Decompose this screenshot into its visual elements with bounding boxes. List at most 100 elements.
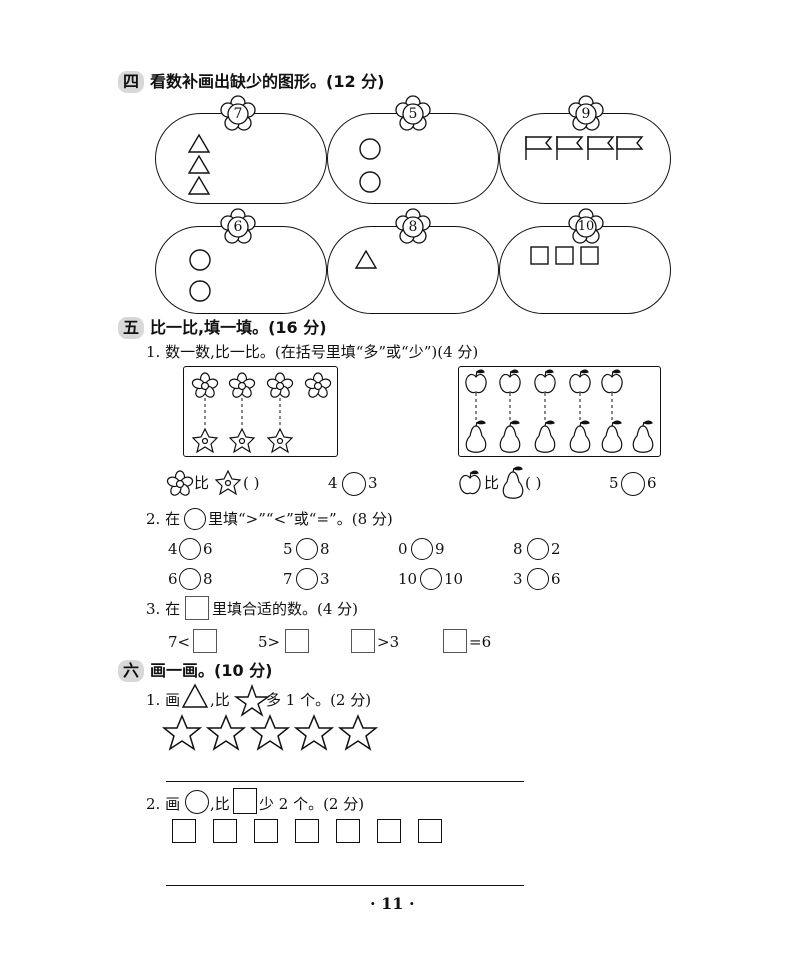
section-5-title: 比一比,填一填。(16 分) xyxy=(150,318,327,337)
target-number-6: 6 xyxy=(233,219,243,235)
circle-icon xyxy=(189,280,211,302)
answer-circle[interactable] xyxy=(179,568,201,590)
flower-badges xyxy=(220,95,604,244)
q6-2-mid: ,比 xyxy=(210,795,230,813)
flower-badge-9 xyxy=(568,95,604,131)
answer-circle[interactable] xyxy=(527,568,549,590)
compare-circle-blank[interactable] xyxy=(621,472,645,496)
q5-2-item-b: 2 xyxy=(551,540,561,558)
triangle-icon xyxy=(181,683,209,708)
square-icon xyxy=(555,246,574,265)
q5-2-item-b: 3 xyxy=(320,570,330,588)
square-icon xyxy=(530,246,549,265)
answer-square[interactable] xyxy=(193,629,217,653)
section-6-badge: 六 xyxy=(118,660,145,682)
target-number-7: 7 xyxy=(233,106,243,122)
q5-2-item-b: 9 xyxy=(435,540,445,558)
answer-circle[interactable] xyxy=(420,568,442,590)
sample-circle-icon xyxy=(184,508,206,530)
compare-left-a: 4 xyxy=(328,474,338,492)
square-icon xyxy=(254,819,278,843)
target-number-5: 5 xyxy=(408,106,418,122)
circle-icon xyxy=(359,171,381,193)
circle-icon xyxy=(185,790,209,814)
answer-circle[interactable] xyxy=(296,568,318,590)
answer-line[interactable] xyxy=(166,885,524,886)
q5-2-item-a: 6 xyxy=(168,570,178,588)
compare-circle-blank[interactable] xyxy=(342,472,366,496)
square-icon xyxy=(172,819,196,843)
square-icon xyxy=(418,819,442,843)
square-icon xyxy=(377,819,401,843)
q6-2-pre: 2. 画 xyxy=(146,795,181,813)
q5-3-label-pre: 3. 在 xyxy=(146,600,181,618)
square-icon xyxy=(580,246,599,265)
answer-square[interactable] xyxy=(443,629,467,653)
q5-3-item-left: 5> xyxy=(258,633,281,651)
circle-icon xyxy=(189,249,211,271)
q5-1-label: 1. 数一数,比一比。(在括号里填“多”或“少”)(4 分) xyxy=(146,343,479,361)
star-icon xyxy=(337,714,379,751)
q5-2-item-a: 10 xyxy=(398,570,418,588)
q5-3-item-right: =6 xyxy=(469,633,492,651)
flag-icon xyxy=(525,136,553,160)
flower-badge-8 xyxy=(395,208,431,244)
q5-2-item-a: 4 xyxy=(168,540,178,558)
q5-3-label-post: 里填合适的数。(4 分) xyxy=(212,600,359,618)
compare-paren-left[interactable]: ( ) xyxy=(243,474,260,492)
flag-icon xyxy=(556,136,584,160)
q6-1-post: 多 1 个。(2 分) xyxy=(266,691,372,709)
compare-paren-right[interactable]: ( ) xyxy=(525,474,542,492)
q5-2-item-a: 0 xyxy=(398,540,408,558)
q5-3-item-right: >3 xyxy=(377,633,400,651)
q6-1-mid: ,比 xyxy=(210,691,230,709)
target-number-8: 8 xyxy=(408,219,418,235)
answer-circle[interactable] xyxy=(296,538,318,560)
answer-line[interactable] xyxy=(166,781,524,782)
fruit-compare-box xyxy=(458,366,661,457)
q5-2-item-a: 5 xyxy=(283,540,293,558)
section-4-heading: 四看数补画出缺少的图形。(12 分) xyxy=(118,71,384,93)
section-4-title: 看数补画出缺少的图形。(12 分) xyxy=(150,72,385,91)
section-5-badge: 五 xyxy=(118,317,145,339)
q5-2-label-pre: 2. 在 xyxy=(146,510,181,528)
compare-pictures xyxy=(165,369,654,499)
sample-square-icon xyxy=(185,596,209,620)
answer-square[interactable] xyxy=(351,629,375,653)
square-icon xyxy=(213,819,237,843)
triangle-icon xyxy=(187,133,211,153)
target-number-9: 9 xyxy=(581,106,591,122)
section-6-title: 画一画。(10 分) xyxy=(150,661,273,680)
compare-bi-left: 比 xyxy=(194,474,210,492)
q5-2-item-b: 6 xyxy=(203,540,213,558)
answer-square[interactable] xyxy=(285,629,309,653)
flower-compare-box xyxy=(183,366,338,457)
q5-2-item-b: 10 xyxy=(444,570,464,588)
answer-circle[interactable] xyxy=(179,538,201,560)
square-icon xyxy=(233,788,257,814)
compare-left-b: 3 xyxy=(368,474,378,492)
flag-icon xyxy=(616,136,644,160)
q5-2-item-b: 8 xyxy=(203,570,213,588)
flower-badge-6 xyxy=(220,208,256,244)
target-number-10: 10 xyxy=(577,219,595,234)
q5-2-item-a: 8 xyxy=(513,540,523,558)
square-icon xyxy=(336,819,360,843)
star-icon xyxy=(249,714,291,751)
answer-circle[interactable] xyxy=(411,538,433,560)
q6-2-post: 少 2 个。(2 分) xyxy=(259,795,365,813)
flag-icon xyxy=(587,136,615,160)
section-4-badge: 四 xyxy=(118,71,145,93)
flower-badge-7 xyxy=(220,95,256,131)
q5-2-label-post: 里填“>”“<”或“=”。(8 分) xyxy=(208,510,393,528)
answer-circle[interactable] xyxy=(527,538,549,560)
flower-badge-5 xyxy=(395,95,431,131)
star-icon xyxy=(205,714,247,751)
q5-3-item-left: 7< xyxy=(168,633,191,651)
q5-2-item-b: 8 xyxy=(320,540,330,558)
section-5-heading: 五比一比,填一填。(16 分) xyxy=(118,317,327,339)
star-icon xyxy=(233,683,271,717)
q6-1-pre: 1. 画 xyxy=(146,691,181,709)
circle-icon xyxy=(359,138,381,160)
